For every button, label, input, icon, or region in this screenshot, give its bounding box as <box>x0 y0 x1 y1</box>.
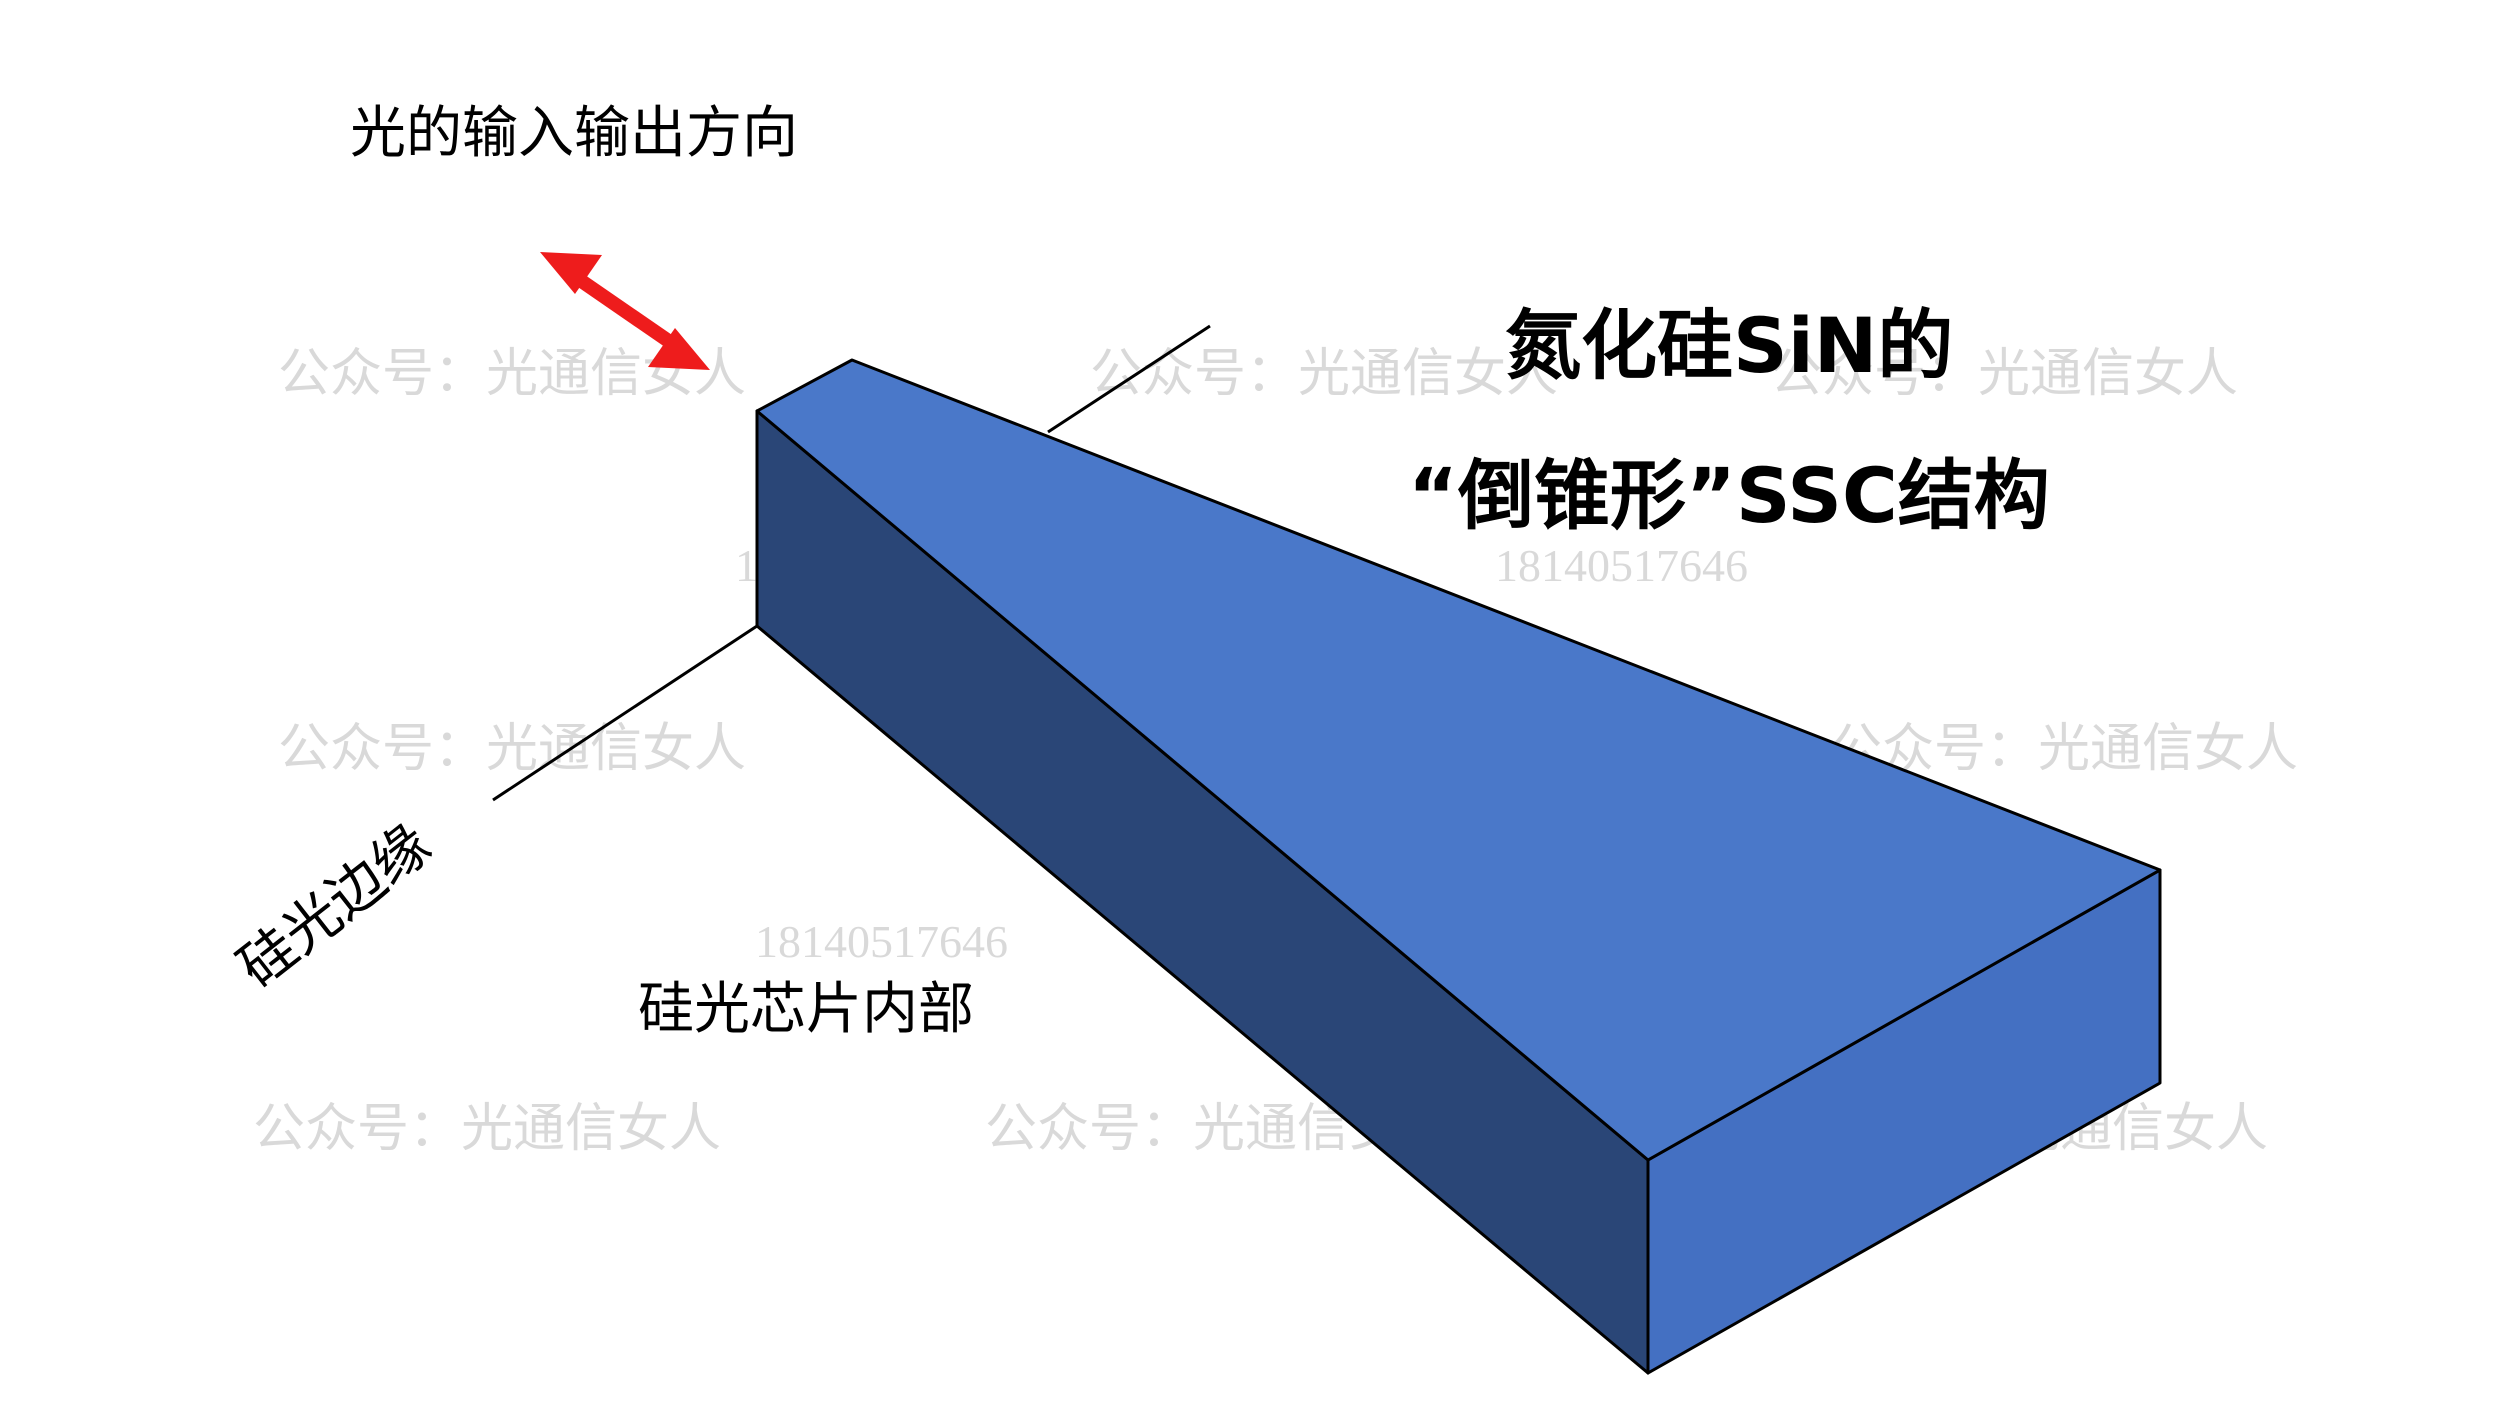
silicon-edge-label: 硅光边缘 <box>227 812 444 1001</box>
watermark-number: 18140517646 <box>1495 540 1748 591</box>
watermark-text: 公众号：光通信女人 <box>1090 344 1558 404</box>
watermark-text: 公众号：光通信女人 <box>278 719 746 779</box>
watermark-text: 公众号：光通信女人 <box>253 1099 721 1159</box>
taper-top-face <box>755 358 2162 1162</box>
sin-taper-block <box>755 358 2162 1375</box>
watermark-number: 18140517646 <box>755 916 1008 967</box>
light-direction-label: 光的输入输出方向 <box>350 101 798 166</box>
watermark-text: 公众号：光通信女人 <box>1830 719 2298 779</box>
watermark-text: 公众号：光通信女人 <box>1770 344 2238 404</box>
diagram-title-line1: 氮化硅SiN的 <box>1505 301 1953 390</box>
double-headed-arrow-icon <box>540 252 710 370</box>
chip-interior-label: 硅光芯片内部 <box>638 977 974 1042</box>
diagram-title-line2: “倒锥形”SSC结构 <box>1408 451 2050 540</box>
silicon-edge-line <box>492 324 1211 802</box>
